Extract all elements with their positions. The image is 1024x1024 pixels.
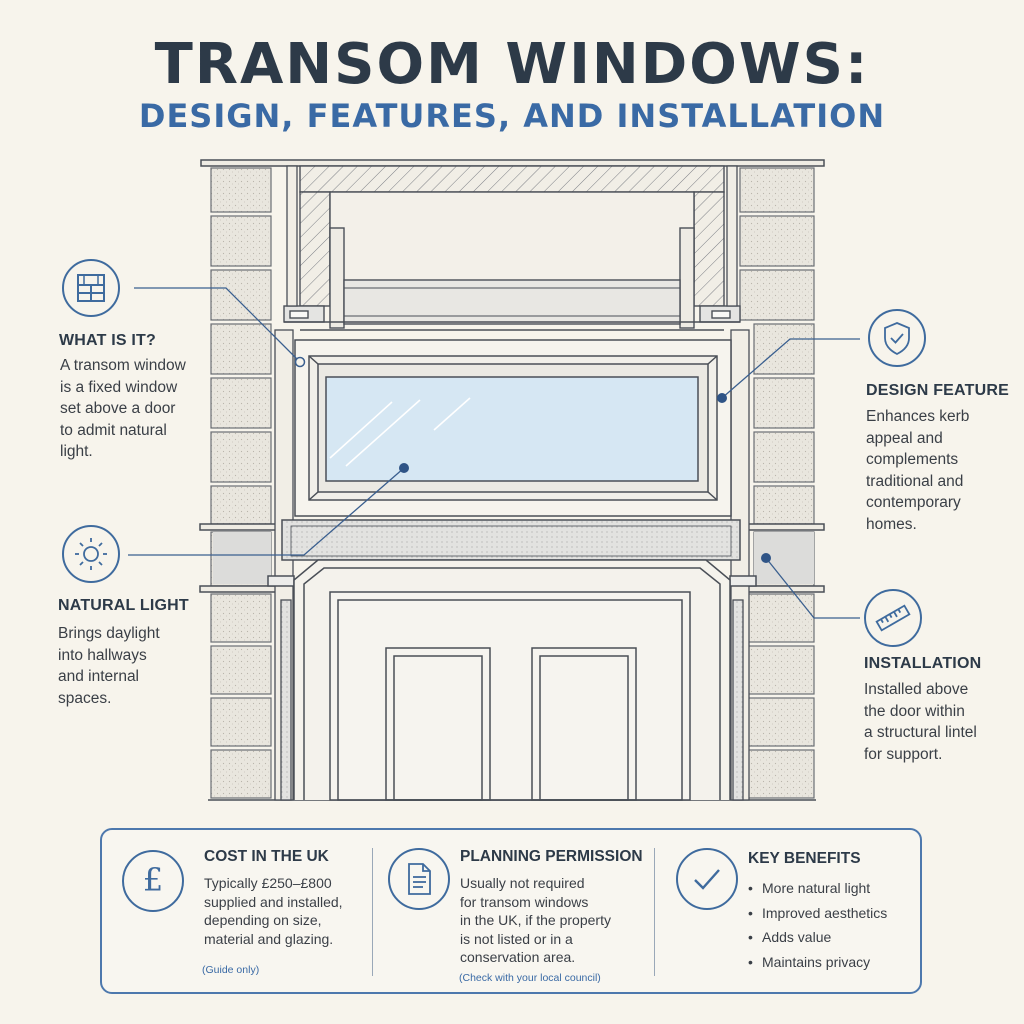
design-feature-text: Enhances kerb appeal and complements tra… [866,408,970,533]
sun-icon [62,525,120,583]
document-icon [388,848,450,910]
shield-check-icon [868,309,926,367]
pound-icon: £ [122,850,184,912]
benefit-item: Improved aesthetics [748,901,887,926]
installation-heading: INSTALLATION [864,655,982,672]
brick-wall-left [210,167,272,799]
natural-light-heading: NATURAL LIGHT [58,597,189,614]
panel-divider-1 [372,848,373,976]
info-panel: £ COST IN THE UK Typically £250–£800 sup… [100,828,922,994]
design-feature-heading: DESIGN FEATURE [866,382,1009,399]
planning-text: Usually not required for transom windows… [460,875,611,965]
callout-leaders [128,287,860,619]
benefits-list: More natural light Improved aesthetics A… [748,876,887,974]
page-title: TRANSOM WINDOWS: [154,32,870,97]
planning-heading: PLANNING PERMISSION [460,848,643,865]
cost-text: Typically £250–£800 supplied and install… [204,875,343,947]
callout-dots [294,356,771,563]
page-subtitle: DESIGN, FEATURES, AND INSTALLATION [138,97,886,135]
brick-wall-right [739,167,815,799]
benefit-item: Adds value [748,925,887,950]
benefits-heading: KEY BENEFITS [748,850,861,867]
structural-lintel [213,519,814,587]
pound-glyph: £ [142,861,164,899]
benefit-item: Maintains privacy [748,950,887,975]
planning-note: (Check with your local council) [459,972,601,984]
natural-light-text: Brings daylight into hallways and intern… [58,625,160,707]
transom-glass [325,376,699,482]
window-grid-icon [62,259,120,317]
what-is-it-heading: WHAT IS IT? [59,332,156,349]
installation-text: Installed above the door within a struct… [864,681,977,763]
panel-divider-2 [654,848,655,976]
cost-heading: COST IN THE UK [204,848,329,865]
ruler-icon [864,589,922,647]
cost-note: (Guide only) [202,964,260,976]
front-door [293,559,731,801]
door-jambs [274,165,750,801]
upper-header-section [283,165,741,331]
benefit-item: More natural light [748,876,887,901]
what-is-it-text: A transom window is a fixed window set a… [60,357,186,460]
checkmark-icon [676,848,738,910]
